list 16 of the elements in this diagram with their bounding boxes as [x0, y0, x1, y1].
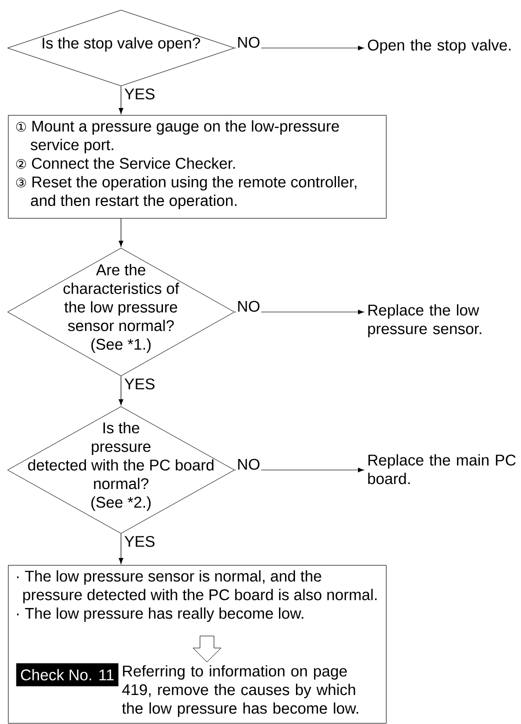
action-text: Open the stop valve.	[368, 39, 510, 54]
edge-label: YES	[123, 377, 156, 390]
edge-label: NO	[236, 300, 262, 313]
edge-label: NO	[236, 36, 262, 49]
arrow	[118, 86, 124, 114]
edge-label: YES	[123, 534, 156, 548]
arrow	[118, 218, 124, 247]
arrow	[118, 376, 124, 406]
edge-label: YES	[123, 87, 156, 100]
process-box: ① Mount a pressure gauge on the low-pressure service port. ② Connect the Service Checker. ③ Reset the operation using the remote controller, and then restart the operation.	[8, 115, 386, 218]
note-text: Referring to information on page 419, remove the causes by which the low pressure has become low.	[122, 665, 358, 717]
action-text: Replace the low pressure sensor.	[368, 304, 482, 338]
arrow	[118, 533, 124, 564]
edge-label: NO	[236, 458, 262, 471]
action-text: Replace the main PC board.	[368, 454, 516, 484]
check-label: Check No. 11	[16, 663, 118, 686]
